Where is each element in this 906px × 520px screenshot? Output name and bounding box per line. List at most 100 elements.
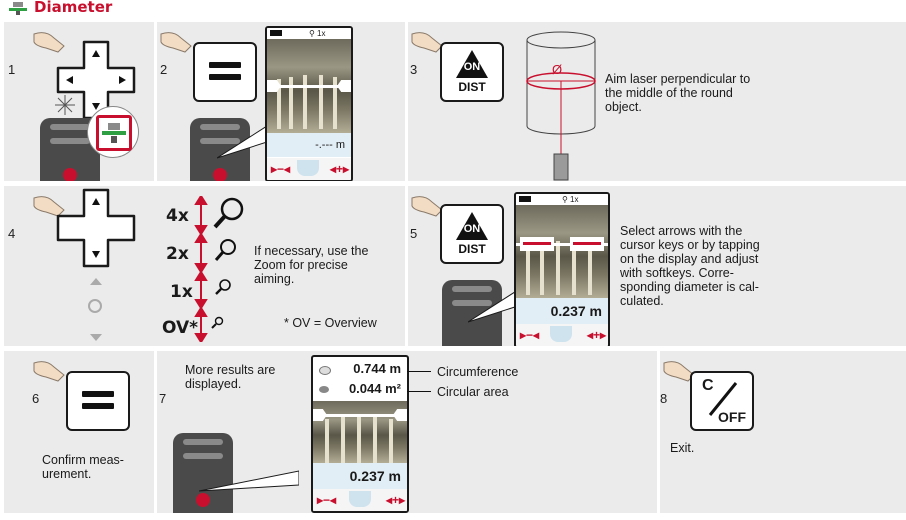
laser-meter-device (190, 118, 250, 181)
overview-note: * OV = Overview (284, 316, 377, 330)
area-row: 0.044 m² (313, 381, 407, 399)
area-value: 0.044 m² (348, 381, 401, 396)
pointing-hand-icon (159, 24, 199, 64)
key-label-off: OFF (718, 409, 746, 425)
clear-off-key: C OFF (690, 371, 754, 431)
step-5-panel: ON DIST 5 ⚲ 1x 0.237 m (408, 186, 906, 346)
plus-softkey: ◂+▸ (586, 328, 606, 342)
magnifier-icon (88, 299, 102, 313)
minus-softkey: ▸−◂ (317, 493, 337, 507)
magnifier-tiny-icon (211, 316, 224, 329)
device-display: 0.744 m 0.044 m² 0.237 m ▸−◂ ◂+▸ (311, 355, 409, 513)
status-bar: ⚲ 1x (516, 194, 608, 205)
zoom-icon: ⚲ (309, 29, 315, 38)
step-number: 2 (160, 62, 168, 77)
sparkle-icon (55, 95, 75, 115)
step-number: 3 (410, 62, 418, 77)
circumference-row: 0.744 m (313, 361, 407, 379)
diameter-function-icon (9, 2, 27, 15)
step-7-panel: 7 More results are displayed. 0.744 m 0.… (157, 351, 657, 513)
pointing-hand-icon (32, 24, 72, 64)
magnifier-large-icon (213, 197, 244, 229)
key-label-dist: DIST (458, 80, 486, 94)
device-display: ⚲ 1x -.--- m ▸−◂ ◂+▸ (265, 26, 353, 181)
step-number: 8 (660, 391, 668, 406)
measurement-value: 0.237 m (516, 298, 608, 324)
device-display: ⚲ 1x 0.237 m ▸−◂ ◂+▸ (514, 192, 610, 346)
step-number: 7 (159, 391, 167, 406)
pointing-hand-icon (32, 353, 72, 393)
right-cursor-arrow (337, 80, 351, 92)
diameter-softkey-icon (297, 160, 319, 176)
key-label-dist: DIST (458, 242, 486, 256)
circumference-leader (407, 371, 431, 372)
circumference-label: Circumference (437, 365, 519, 379)
softkey-bar: ▸−◂ ◂+▸ (267, 158, 351, 180)
key-label-on: ON (463, 223, 481, 235)
diameter-softkey-icon (550, 326, 572, 342)
zoom-arrows (194, 196, 208, 342)
circumference-icon (319, 366, 331, 375)
callout-wedge (199, 470, 299, 492)
laser-meter-device (173, 433, 233, 513)
up-arrow-icon (90, 278, 102, 285)
cursor-keypad-icon (56, 188, 136, 268)
left-cursor-arrow (313, 409, 327, 421)
down-arrow-icon (90, 334, 102, 341)
step-5-instruction: Select arrows with the cursor keys or by… (620, 224, 760, 308)
area-icon (319, 386, 329, 393)
zoom-4x-label: 4x (166, 206, 189, 226)
diameter-softkey-icon (349, 491, 371, 507)
step-number: 4 (8, 226, 16, 241)
page-title: Diameter (34, 0, 113, 16)
softkey-bar: ▸−◂ ◂+▸ (516, 324, 608, 346)
zoom-ov-label: OV* (162, 318, 199, 338)
key-label-on: ON (463, 61, 481, 73)
step-2-panel: 2 ⚲ 1x -.--- m ▸−◂ ◂+▸ (157, 22, 405, 181)
measurement-value: -.--- m (267, 133, 351, 157)
key-label-c: C (702, 377, 714, 394)
minus-softkey: ▸−◂ (520, 328, 540, 342)
equals-key (66, 371, 130, 431)
callout-wedge (468, 289, 518, 323)
on-dist-key: ON DIST (440, 42, 504, 102)
step-number: 1 (8, 62, 16, 77)
right-cursor-arrow (393, 409, 407, 421)
step-4-panel: 4 4x 2x 1x OV* If necessary, use the Zoo… (4, 186, 405, 346)
area-leader (407, 391, 431, 392)
magnifier-medium-icon (214, 239, 236, 261)
step-6-instruction: Confirm meas-urement. (42, 453, 124, 481)
right-red-arrows (570, 237, 604, 251)
equals-key (193, 42, 257, 102)
zoom-help-text: If necessary, use the Zoom for precise a… (254, 244, 369, 286)
status-bar: ⚲ 1x (267, 28, 351, 39)
diameter-value: 0.237 m (313, 463, 407, 489)
battery-icon (519, 196, 531, 202)
magnifier-small-icon (215, 279, 231, 295)
pointing-hand-icon (410, 24, 450, 64)
circumference-value: 0.744 m (353, 361, 401, 376)
step-8-instruction: Exit. (670, 441, 695, 455)
plus-softkey: ◂+▸ (329, 162, 349, 176)
camera-view (313, 401, 407, 463)
pointing-hand-icon (662, 353, 702, 393)
callout-wedge (217, 125, 267, 159)
on-dist-key: ON DIST (440, 204, 504, 264)
diameter-symbol: Ø (552, 62, 563, 77)
cylinder-diagram (526, 31, 596, 181)
step-number: 5 (410, 226, 418, 241)
left-red-arrows (520, 237, 554, 251)
left-cursor-arrow (267, 80, 281, 92)
zoom-level: 1x (570, 195, 579, 204)
zoom-1x-label: 1x (170, 282, 193, 302)
battery-icon (270, 30, 282, 36)
softkey-bar: ▸−◂ ◂+▸ (313, 489, 407, 511)
step-6-panel: 6 Confirm meas-urement. (4, 351, 154, 513)
area-label: Circular area (437, 385, 509, 399)
diameter-function-key (87, 106, 139, 158)
step-number: 6 (32, 391, 40, 406)
step-3-panel: ON DIST 3 Ø Aim laser perpendicular to t… (408, 22, 906, 181)
camera-view (516, 205, 608, 298)
pointing-hand-icon (410, 188, 450, 228)
zoom-icon: ⚲ (562, 195, 568, 204)
